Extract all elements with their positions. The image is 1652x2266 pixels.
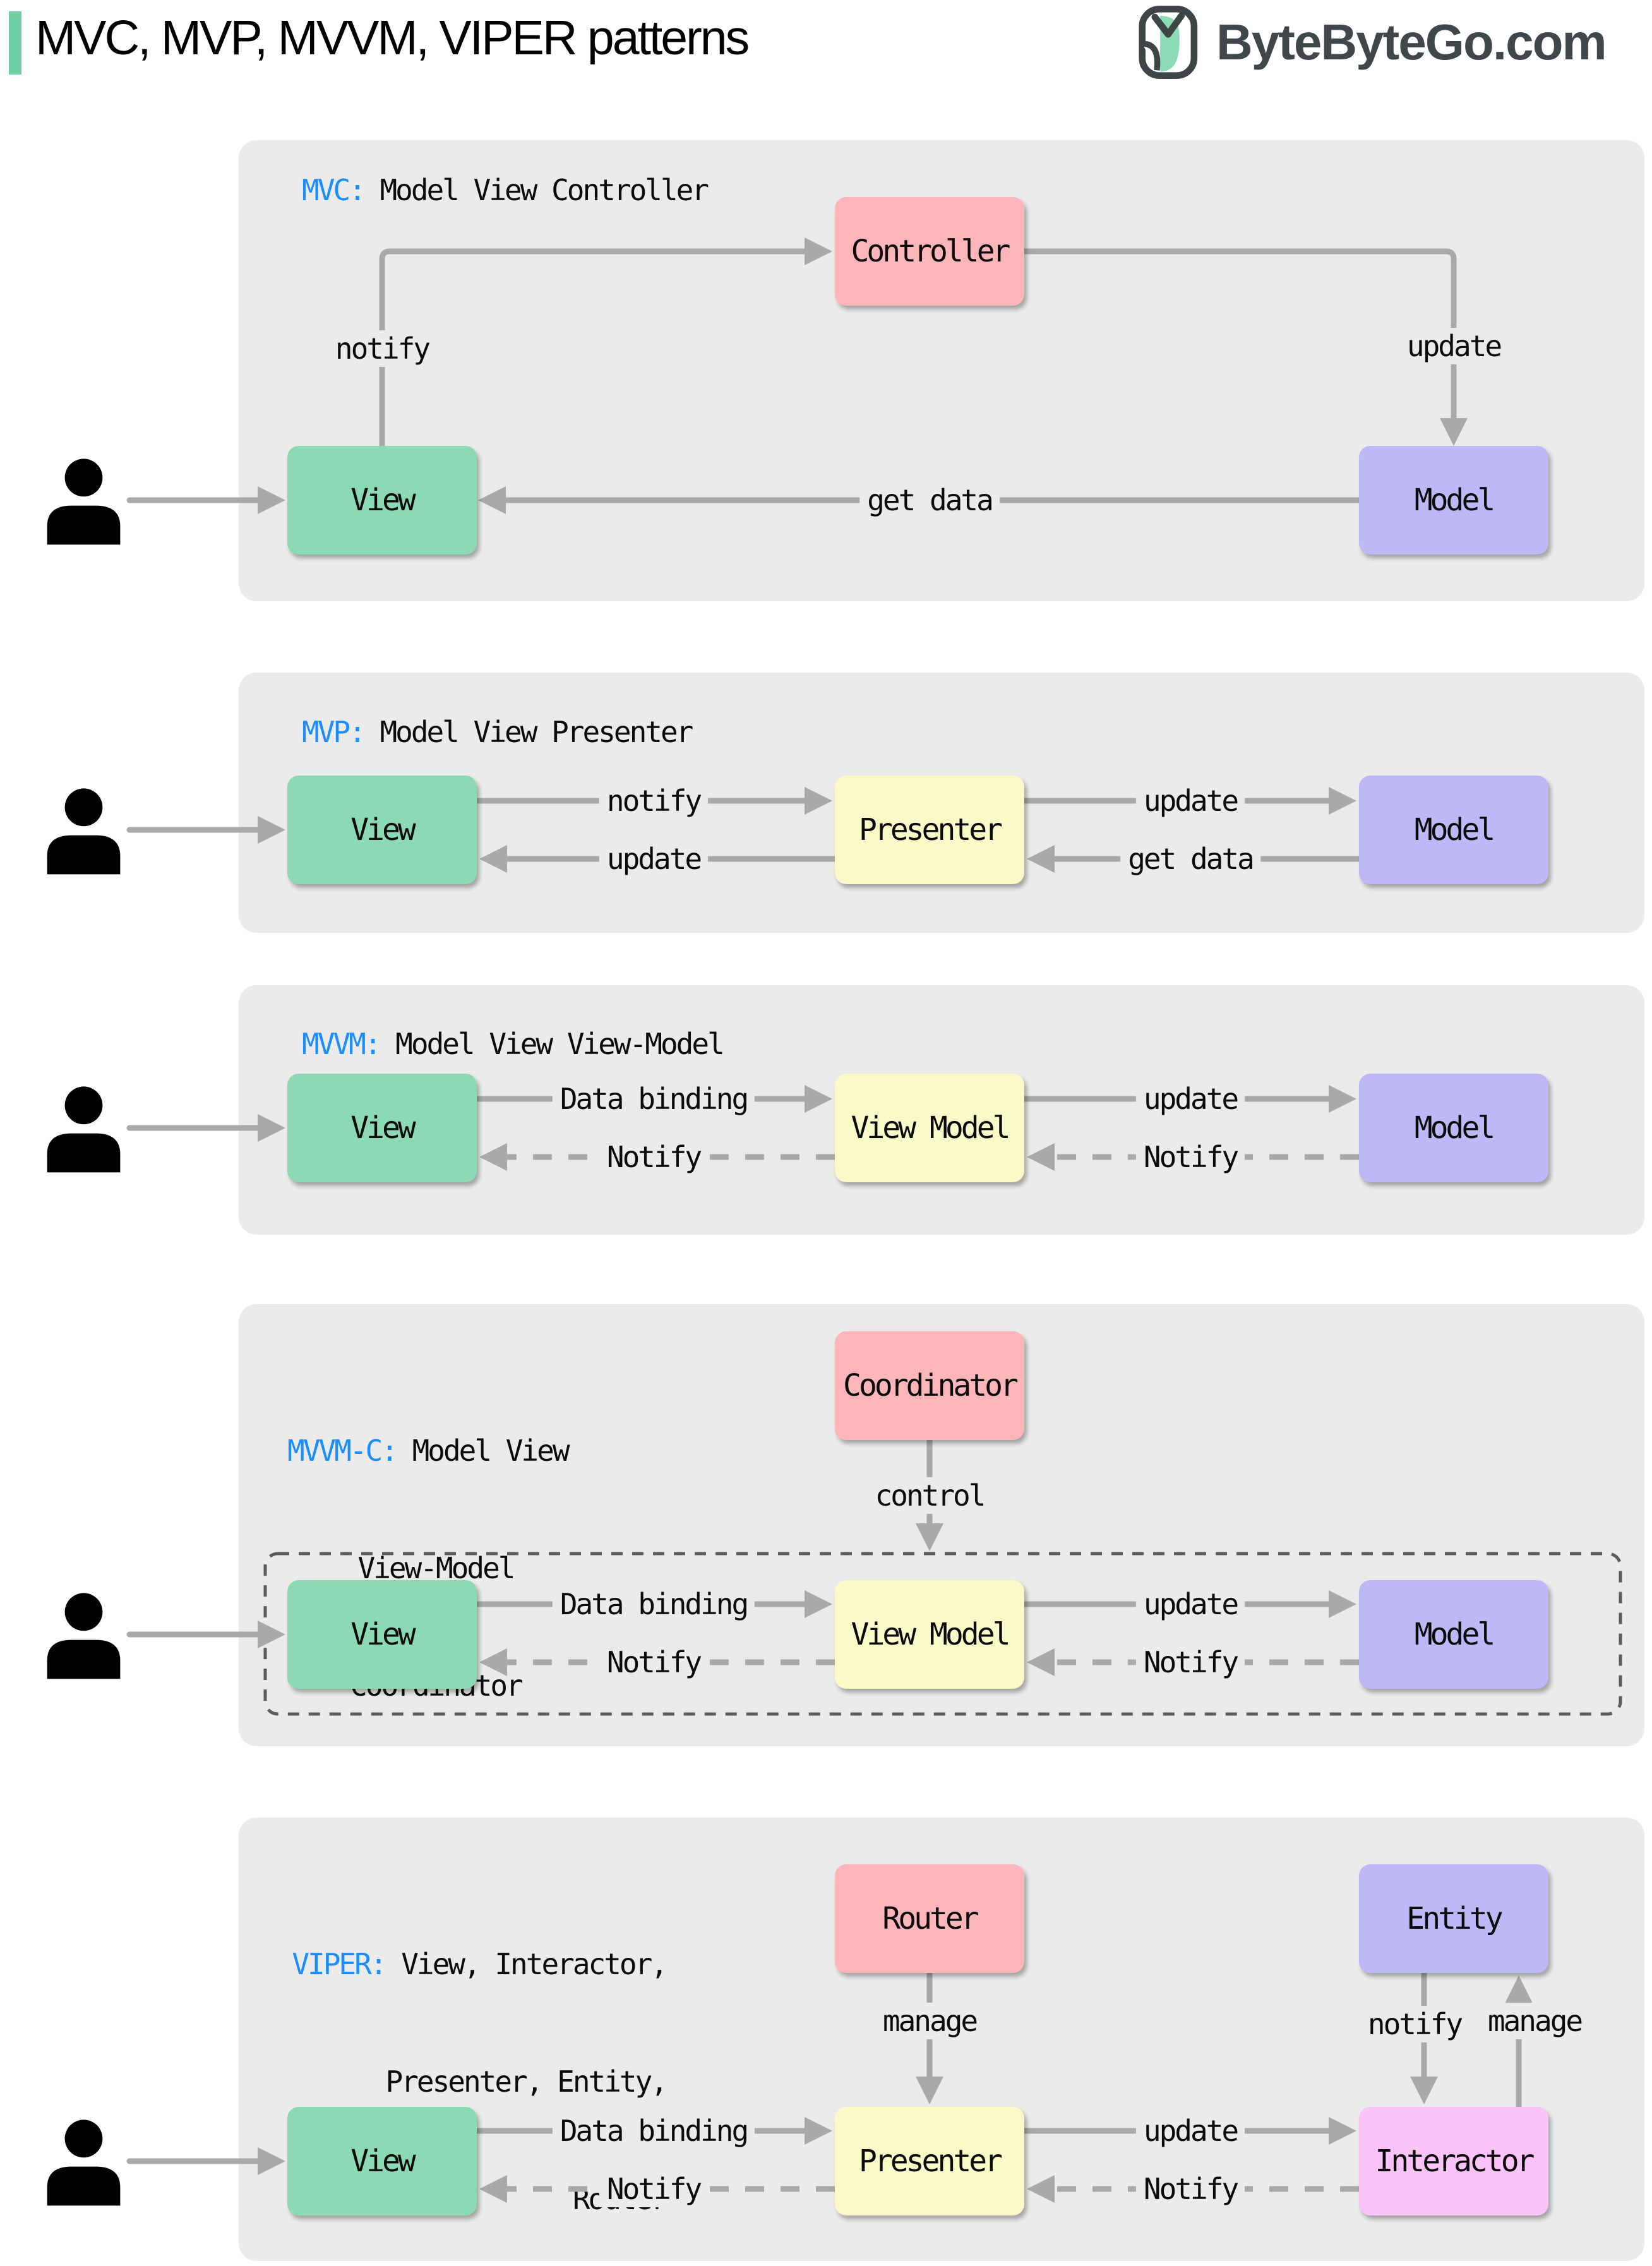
mvc-user-icon xyxy=(47,459,121,545)
mvvmc-label-line1: MVVM-C: Model View xyxy=(287,1431,584,1470)
viper-label-line1: VIPER: View, Interactor, xyxy=(287,1945,668,1984)
mvp-model-box: Model xyxy=(1359,776,1548,884)
mvc-update-arrow-line xyxy=(1021,248,1457,421)
arrowheads xyxy=(258,237,1533,2203)
mvp-view-box: View xyxy=(287,776,477,884)
mvvm-view-box: View xyxy=(287,1074,477,1182)
mvvmc-user-icon xyxy=(47,1593,121,1679)
viper-entity-box: Entity xyxy=(1359,1864,1548,1973)
mvc-abbr: MVC: xyxy=(302,173,366,207)
viper-router-box: Router xyxy=(835,1864,1024,1973)
mvc-model-box: Model xyxy=(1359,446,1548,555)
viper-update-label: update xyxy=(1135,2113,1245,2149)
viper-view-box: View xyxy=(287,2107,477,2215)
mvvmc-view-box: View xyxy=(287,1580,477,1689)
mvvm-databinding-label: Data binding xyxy=(552,1081,755,1117)
mvvmc-label-line2: View-Model xyxy=(357,1551,516,1585)
viper-label-line2: Presenter, Entity, xyxy=(385,2065,669,2099)
mvvm-name: Model View View-Model xyxy=(380,1027,725,1061)
mvc-getdata-label: get data xyxy=(859,482,1000,519)
viper-manage-up-label: manage xyxy=(1480,2003,1589,2039)
mvvmc-control-label: control xyxy=(867,1477,992,1514)
viper-presenter-box: Presenter xyxy=(835,2107,1024,2215)
viper-name: View, Interactor, xyxy=(385,1947,668,1981)
viper-abbr: VIPER: xyxy=(292,1947,387,1981)
viper-notify-right-label: Notify xyxy=(1135,2171,1245,2207)
mvvm-notify-mid-label: Notify xyxy=(599,1139,709,1175)
mvvm-notify-right-label: Notify xyxy=(1135,1139,1245,1175)
viper-section-label: VIPER: View, Interactor, Presenter, Enti… xyxy=(287,1866,669,2266)
mvvmc-name: Model View xyxy=(396,1434,570,1468)
mvvm-viewmodel-box: View Model xyxy=(835,1074,1024,1182)
mvc-name: Model View Controller xyxy=(364,173,709,207)
mvc-view-box: View xyxy=(287,446,477,555)
viper-notify-mid-label: Notify xyxy=(599,2171,709,2207)
mvvm-model-box: Model xyxy=(1359,1074,1548,1182)
bytebytego-logo-icon xyxy=(1139,6,1198,79)
mvvm-update-label: update xyxy=(1135,1081,1245,1117)
mvp-section-label: MVP: Model View Presenter xyxy=(302,712,693,752)
mvvmc-notify-right-label: Notify xyxy=(1135,1644,1245,1681)
mvp-update-top-label: update xyxy=(1135,782,1245,819)
mvvmc-update-label: update xyxy=(1135,1586,1245,1622)
mvvmc-viewmodel-box: View Model xyxy=(835,1580,1024,1689)
mvc-controller-box: Controller xyxy=(835,197,1024,306)
mvp-name: Model View Presenter xyxy=(364,715,693,749)
viper-databinding-label: Data binding xyxy=(552,2113,755,2149)
mvvm-user-icon xyxy=(47,1086,121,1173)
mvp-abbr: MVP: xyxy=(302,715,366,749)
viper-manage-router-label: manage xyxy=(875,2003,985,2039)
page-title: MVC, MVP, MVVM, VIPER patterns xyxy=(35,11,750,65)
viper-notify-entity-label: notify xyxy=(1360,2006,1469,2042)
mvvmc-coordinator-box: Coordinator xyxy=(835,1331,1024,1440)
mvc-notify-label: notify xyxy=(327,330,437,367)
mvp-update-bottom-label: update xyxy=(599,841,709,877)
mvc-section-label: MVC: Model View Controller xyxy=(302,171,709,210)
mvp-user-icon xyxy=(47,788,121,875)
mvc-update-label: update xyxy=(1399,328,1509,364)
mvvm-section-label: MVVM: Model View View-Model xyxy=(302,1024,725,1064)
viper-interactor-box: Interactor xyxy=(1359,2107,1548,2215)
viper-user-icon xyxy=(47,2119,121,2206)
logo-text: ByteByteGo.com xyxy=(1216,14,1607,70)
mvvmc-model-box: Model xyxy=(1359,1580,1548,1689)
mvvmc-databinding-label: Data binding xyxy=(552,1586,755,1622)
mvvmc-abbr: MVVM-C: xyxy=(287,1434,398,1468)
mvvmc-notify-mid-label: Notify xyxy=(599,1644,709,1681)
bytebytego-logo: ByteByteGo.com xyxy=(1135,5,1607,80)
mvvm-abbr: MVVM: xyxy=(302,1027,381,1061)
mvp-presenter-box: Presenter xyxy=(835,776,1024,884)
title-accent-bar xyxy=(9,11,21,75)
mvc-notify-arrow-line xyxy=(379,248,808,449)
mvp-notify-label: notify xyxy=(599,782,709,819)
mvp-getdata-label: get data xyxy=(1120,841,1260,877)
